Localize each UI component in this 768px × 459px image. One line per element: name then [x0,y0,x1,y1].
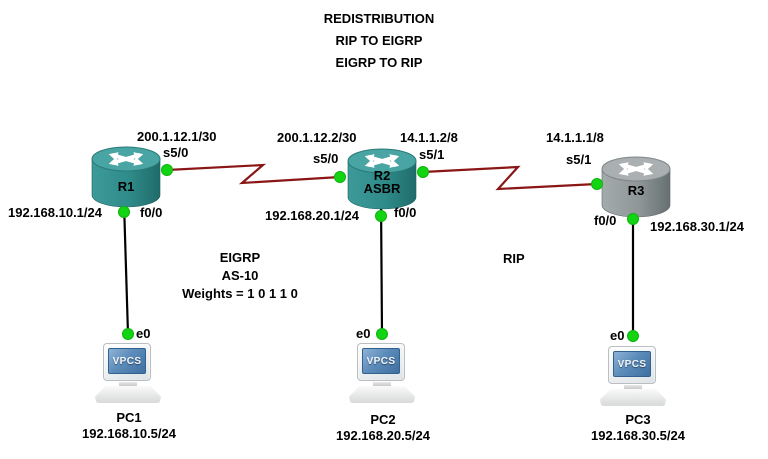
label-r2-s51-ip: 14.1.1.2/8 [400,130,458,145]
interface-dot-r1-f00 [118,206,130,218]
title-line-1: REDISTRIBUTION [323,11,435,26]
label-r2-f00: f0/0 [394,205,417,220]
label-r2-s50-ip: 200.1.12.2/30 [277,130,357,145]
vpcs-screen-label: VPCS [362,348,400,374]
title-line-2: RIP TO EIGRP [335,33,423,48]
node-pc1[interactable]: VPCS [93,341,163,407]
router-name-label: R3 [627,183,645,198]
router-icon [601,156,671,218]
ethernet-link-r1-pc1[interactable] [122,202,130,335]
eigrp-as-label: AS-10 [221,268,259,283]
label-pc1-e0: e0 [136,326,151,341]
label-r1-f00-ip: 192.168.10.1/24 [8,205,102,220]
label-r3-s51-ip: 14.1.1.1/8 [546,130,604,145]
serial-link-r1-r2[interactable] [166,163,341,185]
label-r1-s50: s5/0 [163,145,189,160]
label-r2-s50: s5/0 [313,151,339,166]
interface-dot-r2-s51 [417,166,429,178]
pc-stand [373,382,391,386]
pc-base [349,386,415,403]
node-pc3[interactable]: VPCS [598,344,668,410]
pc3-caption: PC3 192.168.30.5/24 [528,412,748,444]
pc2-ip-label: 192.168.20.5/24 [336,428,430,443]
label-r3-f00-ip: 192.168.30.1/24 [650,219,744,234]
pc-monitor: VPCS [608,346,656,384]
pc-stand [119,382,137,386]
router-role-label: ASBR [363,181,401,196]
interface-dot-r3-f00 [627,213,639,225]
title-line-3: EIGRP TO RIP [335,55,423,70]
label-r2-f00-ip: 192.168.20.1/24 [265,208,359,223]
label-pc3-e0: e0 [610,328,625,343]
interface-dot-r1-s50 [161,164,173,176]
interface-dot-r2-s50 [334,171,346,183]
pc-base [600,389,666,406]
node-pc2[interactable]: VPCS [347,341,417,407]
interface-dot-pc3-e0 [627,330,639,342]
pc1-name-label: PC1 [116,410,142,425]
interface-dot-pc1-e0 [122,328,134,340]
eigrp-protocol-label: EIGRP [219,250,261,265]
label-r2-s51: s5/1 [419,147,445,162]
ethernet-link-r2-pc2[interactable] [379,199,384,335]
label-r1-f00: f0/0 [140,205,163,220]
interface-dot-r3-s51 [591,178,603,190]
pc3-name-label: PC3 [625,412,651,427]
node-router-r3[interactable]: R3 [598,155,674,225]
vpcs-screen-label: VPCS [108,348,146,374]
pc1-ip-label: 192.168.10.5/24 [82,426,176,441]
label-r1-s50-ip: 200.1.12.1/30 [137,129,217,144]
router-icon [91,146,161,208]
label-r3-f00: f0/0 [594,213,617,228]
pc-base [95,386,161,403]
router-name-label: R1 [117,179,135,194]
router-icon [347,148,417,210]
pc2-caption: PC2 192.168.20.5/24 [273,412,493,444]
diagram-title: REDISTRIBUTION RIP TO EIGRP EIGRP TO RIP [0,11,758,77]
pc3-ip-label: 192.168.30.5/24 [591,428,685,443]
pc2-name-label: PC2 [370,412,396,427]
pc-stand [624,385,642,389]
label-pc2-e0: e0 [356,326,371,341]
eigrp-annotation: EIGRP AS-10 Weights = 1 0 1 1 0 [140,249,340,303]
interface-dot-pc2-e0 [376,328,388,340]
interface-dot-r2-f00 [375,210,387,222]
label-r3-s51: s5/1 [566,152,592,167]
vpcs-screen-label: VPCS [613,351,651,377]
router-name-label: R2 [373,168,391,183]
serial-link-r2-r3[interactable] [422,165,598,191]
rip-annotation: RIP [503,251,525,266]
pc-monitor: VPCS [357,343,405,381]
node-router-r1[interactable]: R1 [88,145,164,215]
eigrp-weights-label: Weights = 1 0 1 1 0 [182,286,298,301]
pc1-caption: PC1 192.168.10.5/24 [19,410,239,442]
node-router-r2[interactable]: R2 ASBR [344,147,420,217]
pc-monitor: VPCS [103,343,151,381]
